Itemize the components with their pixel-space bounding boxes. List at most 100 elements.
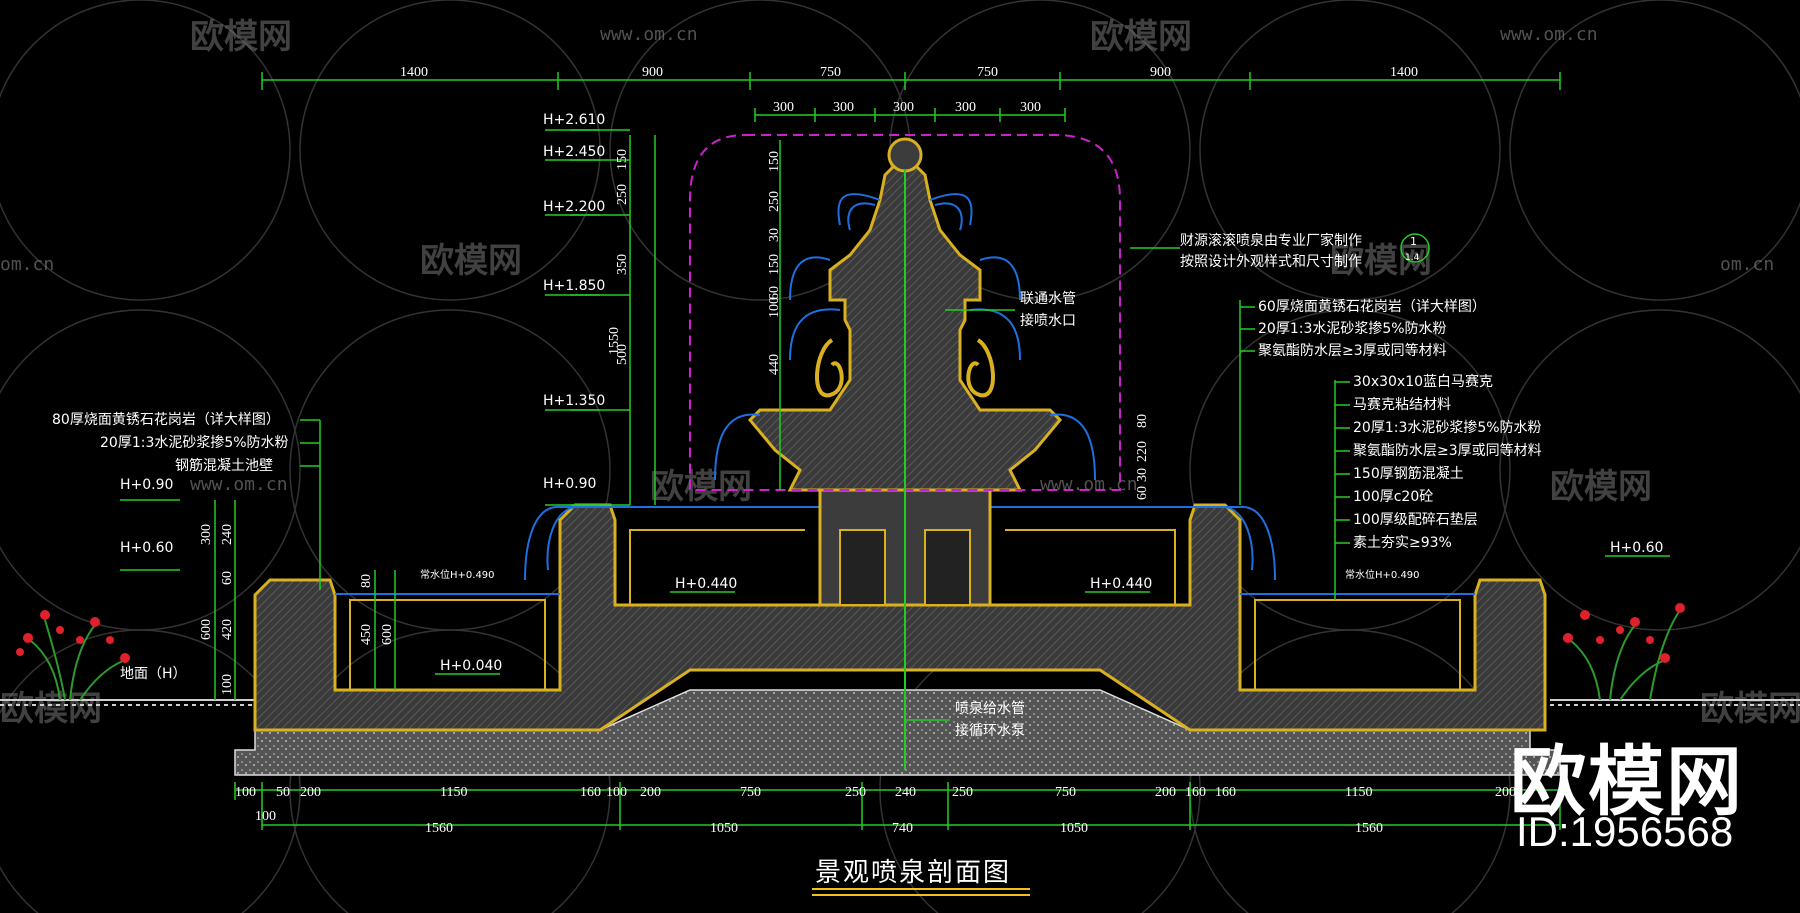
vertical-dimension-label: 150 <box>615 149 630 170</box>
pipe-note: 接喷水口 <box>1020 312 1076 329</box>
top-dimension-label: 750 <box>977 65 998 80</box>
material-note: 100厚级配碎石垫层 <box>1353 512 1478 528</box>
elevation-label: H+0.60 <box>120 540 173 556</box>
watermark-url: www.om.cn <box>1040 474 1138 495</box>
vertical-dimension-label: 80 <box>359 574 374 588</box>
drawing-title: 景观喷泉剖面图 <box>815 858 1012 887</box>
watermark-logo: 欧模网 <box>1550 467 1652 507</box>
material-note: 60厚烧面黄锈石花岗岩（详大样图） <box>1258 298 1486 315</box>
watermark-url: om.cn <box>1720 254 1774 275</box>
watermark-logo: 欧模网 <box>1700 689 1800 729</box>
supply-pipe-note: 接循环水泵 <box>955 722 1025 739</box>
bottom-dimension-label: 750 <box>740 785 761 800</box>
watermark-logo: 欧模网 <box>1330 241 1432 281</box>
bottom-dimension-label: 160 <box>580 785 601 800</box>
vertical-dimension-label: 220 <box>1135 441 1150 462</box>
elevation-label: H+0.440 <box>1090 576 1152 592</box>
watermark-logo: 欧模网 <box>190 17 292 57</box>
top-dimension-label: 300 <box>955 100 976 115</box>
material-note: 素土夯实≥93% <box>1353 535 1452 551</box>
bottom-dimension-label: 100 <box>235 785 256 800</box>
material-note: 马赛克粘结材料 <box>1353 397 1451 413</box>
top-dimension-label: 300 <box>1020 100 1041 115</box>
bottom-dimension-label: 1050 <box>710 821 738 836</box>
elevation-label: H+0.040 <box>440 658 502 674</box>
detail-callout-icon <box>1400 233 1430 263</box>
center-dimension-label: 60 <box>767 286 782 300</box>
water-jets <box>524 193 1276 581</box>
elevation-label: H+2.450 <box>543 144 605 160</box>
bottom-dimension-label: 740 <box>892 821 913 836</box>
top-dimension-label: 300 <box>773 100 794 115</box>
fountain-envelope <box>689 134 1121 491</box>
bottom-dimension-lines <box>234 782 1561 830</box>
top-dimension-label: 900 <box>1150 65 1171 80</box>
bottom-dimension-label: 100 <box>606 785 627 800</box>
left-dimension-lines <box>570 129 656 506</box>
bottom-dimension-label: 200 <box>1155 785 1176 800</box>
left-wall-dims <box>120 499 396 700</box>
vertical-dimension-label: 240 <box>220 524 235 545</box>
elevation-label: H+2.610 <box>543 112 605 128</box>
material-note: 钢筋混凝土池壁 <box>175 457 273 474</box>
watermark-url: www.om.cn <box>1500 24 1598 45</box>
water-level-label: 常水位H+0.490 <box>420 568 495 581</box>
vertical-dimension-label: 1550 <box>607 327 622 355</box>
material-note: 20厚1:3水泥砂浆掺5%防水粉 <box>1353 419 1542 436</box>
bottom-dimension-label: 250 <box>845 785 866 800</box>
material-note: 20厚1:3水泥砂浆掺5%防水粉 <box>100 434 289 451</box>
center-dimension-label: 150 <box>767 151 782 172</box>
center-dimension-label: 100 <box>767 297 782 318</box>
center-dimension-label: 30 <box>767 228 782 242</box>
pipe-note: 联通水管 <box>1020 291 1076 307</box>
title-underline <box>812 888 1030 890</box>
elevation-label: H+0.90 <box>543 476 596 492</box>
bottom-dimension-label: 200 <box>300 785 321 800</box>
plant-right-icon <box>1563 603 1685 701</box>
vertical-dimension-label: 60 <box>1135 486 1150 500</box>
plant-left-icon <box>16 610 130 701</box>
vertical-dimension-label: 600 <box>199 619 214 640</box>
vertical-dimension-label: 500 <box>615 344 630 365</box>
vertical-dimension-label: 30 <box>1135 468 1150 482</box>
bottom-dimension-label: 1560 <box>425 821 453 836</box>
watermark-url: om.cn <box>0 254 54 275</box>
center-dimension-label: 250 <box>767 191 782 212</box>
bottom-dimension-label: 1150 <box>1345 785 1372 800</box>
callout-sub: 1.4 <box>1405 253 1420 263</box>
bottom-dimension-label: 750 <box>1055 785 1076 800</box>
vertical-dimension-label: 420 <box>220 619 235 640</box>
bottom-dims-row1: 100 50 200 1150 160 100 200 750 250 240 … <box>235 785 1516 824</box>
bottom-dimension-label: 200 <box>640 785 661 800</box>
elevation-label: H+0.60 <box>1610 540 1663 556</box>
top-dimension-label: 750 <box>820 65 841 80</box>
top-dimension-label: 1400 <box>1390 65 1418 80</box>
top-dimension-label: 300 <box>833 100 854 115</box>
elevation-label: H+2.200 <box>543 199 605 215</box>
watermark-url: www.om.cn <box>600 24 698 45</box>
bottom-dimension-label: 250 <box>952 785 973 800</box>
brand-id: ID:1956568 <box>1516 808 1734 855</box>
material-note: 80厚烧面黄锈石花岗岩（详大样图） <box>52 411 280 428</box>
elevation-label: H+1.850 <box>543 278 605 294</box>
vertical-dimension-label: 250 <box>615 184 630 205</box>
bottom-dimension-label: 200 <box>1495 785 1516 800</box>
elevation-label: H+0.440 <box>675 576 737 592</box>
bottom-dimension-label: 1050 <box>1060 821 1088 836</box>
material-note: 聚氨酯防水层≥3厚或同等材料 <box>1258 342 1447 359</box>
material-note: 30x30x10蓝白马赛克 <box>1353 374 1493 390</box>
bottom-dimension-label: 240 <box>895 785 916 800</box>
vertical-dimension-label: 60 <box>220 571 235 585</box>
bottom-dimension-label: 160 <box>1215 785 1236 800</box>
watermark-logo: 欧模网 <box>650 467 752 507</box>
bottom-dimension-label: 50 <box>276 785 290 800</box>
material-note: 聚氨酯防水层≥3厚或同等材料 <box>1353 442 1542 459</box>
vertical-dimension-label: 450 <box>359 624 374 645</box>
vendor-note: 按照设计外观样式和尺寸制作 <box>1180 254 1362 270</box>
material-note: 100厚c20砼 <box>1353 489 1433 505</box>
material-note: 150厚钢筋混凝土 <box>1353 465 1464 482</box>
bottom-dimension-label: 160 <box>1185 785 1206 800</box>
callout-number: 1 <box>1410 235 1417 248</box>
top-dimension-label: 1400 <box>400 65 428 80</box>
